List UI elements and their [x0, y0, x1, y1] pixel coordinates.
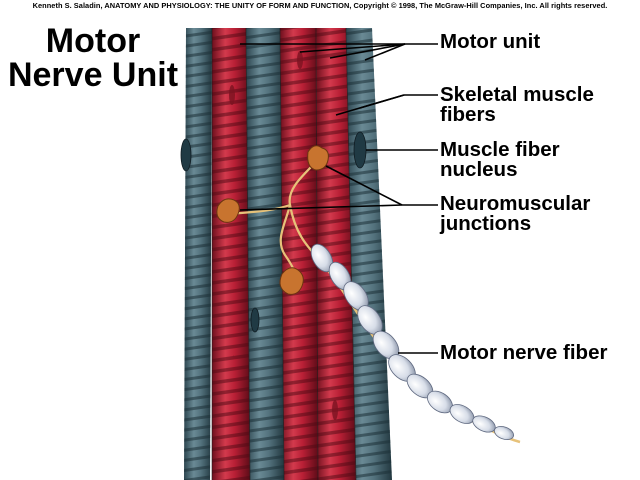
label-motor-unit: Motor unit: [440, 30, 541, 53]
label-motor-nerve-fiber: Motor nerve fiber: [440, 341, 608, 364]
nucleus-icon: [353, 131, 367, 169]
diagram-title: Motor Nerve Unit: [0, 24, 186, 92]
muscle-fiber-nuclei: [180, 131, 367, 333]
nucleus-icon: [180, 138, 192, 172]
motor-nerve-fiber: [310, 243, 521, 444]
title-line-2: Nerve Unit: [7, 56, 179, 94]
label-line: fibers: [440, 103, 496, 126]
nucleus-icon: [250, 307, 260, 333]
junction-icon: [279, 267, 304, 295]
label-skeletal-muscle-fibers: Skeletal muscle fibers: [440, 83, 594, 126]
copyright-credit: Kenneth S. Saladin, ANATOMY AND PHYSIOLO…: [32, 1, 608, 10]
leader-lines: [239, 43, 438, 354]
label-line: Muscle fiber: [440, 138, 560, 161]
label-line: junctions: [440, 212, 532, 235]
junction-icon: [307, 145, 329, 171]
label-line: nucleus: [440, 158, 518, 181]
junction-icon: [216, 198, 240, 223]
label-line: Neuromuscular: [440, 192, 591, 215]
neuromuscular-junctions: [216, 145, 329, 295]
label-line: Skeletal muscle: [440, 83, 594, 106]
label-neuromuscular-junctions: Neuromuscular junctions: [440, 192, 591, 235]
label-muscle-fiber-nucleus: Muscle fiber nucleus: [440, 138, 560, 181]
muscle-fibers: [184, 27, 392, 480]
title-line-1: Motor: [45, 22, 141, 60]
